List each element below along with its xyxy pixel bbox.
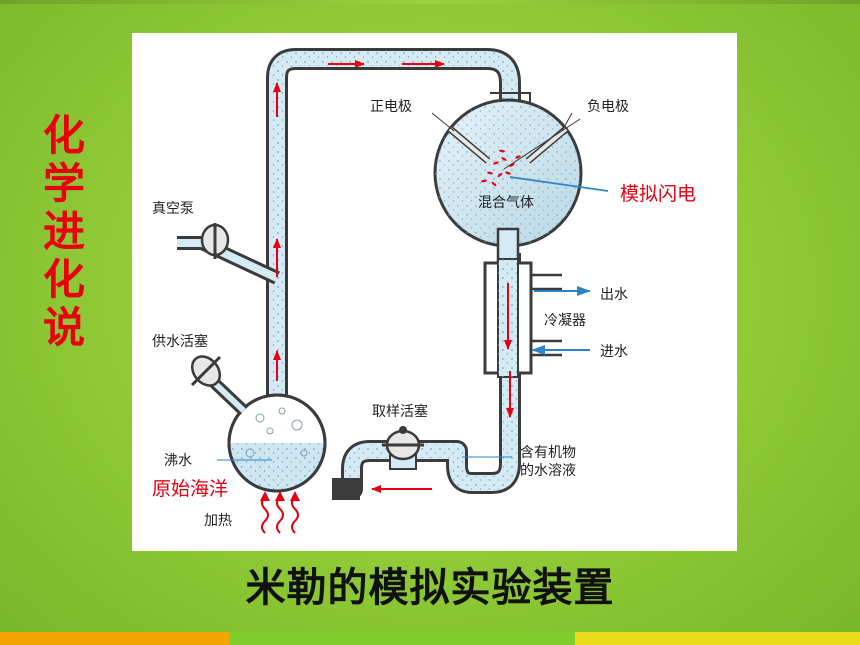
label-pointers [217,456,512,461]
vacuum-pump-valve [177,223,280,285]
water-supply-stopcock-label: 供水活塞 [152,333,208,350]
top-strip [0,0,860,4]
condenser-label: 冷凝器 [544,313,586,329]
bottom-bar-orange [0,632,230,645]
bottom-bar-green [230,632,575,645]
reaction-flask [433,92,583,263]
sampling-stopcock [382,426,424,470]
sampling-stopcock-label: 取样活塞 [372,403,428,420]
caption: 米勒的模拟实验装置 [245,565,615,611]
water-out-label: 出水 [600,287,628,303]
primitive-ocean-label: 原始海洋 [152,478,228,500]
flow-arrows [273,60,514,493]
water-supply-stopcock [190,355,249,416]
spark-marks [481,149,521,187]
heat-arrows [260,491,300,534]
electrodes [431,112,581,170]
bottom-color-bar [0,632,860,645]
vacuum-pump-label: 真空泵 [152,201,194,217]
boiling-water-label: 沸水 [164,453,192,469]
lightning-pointer [509,176,609,192]
positive-electrode-label: 正电极 [370,99,412,115]
organic-solution-label-line1: 含有机物 [520,445,576,461]
diagram-panel: 正电极 负电极 混合气体 模拟闪电 真空泵 供水活塞 出水 冷凝器 进水 取样活… [132,33,737,551]
negative-electrode-label: 负电极 [587,99,629,115]
mixed-gas-label: 混合气体 [478,195,534,211]
bottom-bar-yellow [575,632,860,645]
glass-tubing [266,48,521,500]
vertical-title: 化学进化说 [42,111,85,352]
boiling-flask [227,393,327,493]
miller-apparatus-diagram: 正电极 负电极 混合气体 模拟闪电 真空泵 供水活塞 出水 冷凝器 进水 取样活… [152,48,696,534]
simulated-lightning-label: 模拟闪电 [620,183,696,205]
water-in-label: 进水 [600,344,628,360]
organic-solution-label-line2: 的水溶液 [520,463,576,479]
heating-label: 加热 [204,513,232,529]
